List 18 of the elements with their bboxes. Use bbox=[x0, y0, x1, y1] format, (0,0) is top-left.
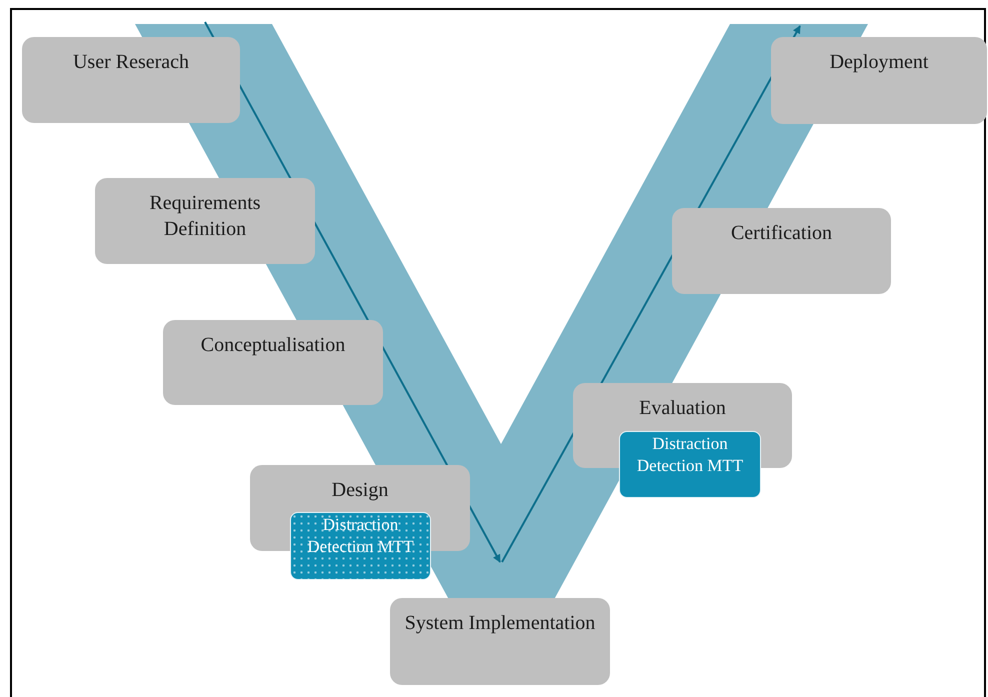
stage-label: Conceptualisation bbox=[200, 333, 346, 358]
method-label: Distraction Detection MTT bbox=[306, 514, 415, 558]
stage-label: User Reserach bbox=[72, 50, 190, 75]
stage-label: System Implementation bbox=[404, 611, 596, 636]
stage-label: Design bbox=[332, 478, 388, 503]
method-box bbox=[290, 512, 431, 580]
method-label: Distraction Detection MTT bbox=[636, 433, 744, 477]
stage-label: Requirements Definition bbox=[148, 191, 262, 242]
stage-box bbox=[390, 598, 610, 685]
method-box bbox=[619, 431, 761, 498]
stage-box bbox=[22, 37, 240, 123]
stage-box bbox=[95, 178, 315, 264]
stage-box bbox=[672, 208, 891, 294]
stage-label: Deployment bbox=[830, 50, 928, 75]
stage-box bbox=[771, 37, 987, 124]
stage-label: Certification bbox=[730, 221, 832, 246]
stage-box bbox=[163, 320, 383, 405]
stage-label: Evaluation bbox=[639, 396, 726, 421]
